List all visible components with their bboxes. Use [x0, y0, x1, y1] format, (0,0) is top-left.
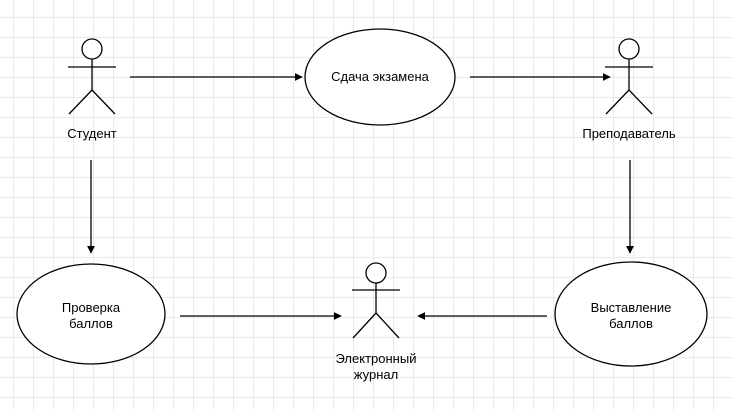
actor-teacher-label: Преподаватель: [582, 126, 676, 141]
actor-student-label: Студент: [67, 126, 117, 141]
actor-journal-figure[interactable]: [352, 262, 400, 339]
actor-student-figure[interactable]: [68, 38, 116, 115]
actor-journal-label: Электронный журнал: [335, 351, 417, 382]
usecase-exam-ellipse[interactable]: [304, 28, 456, 126]
actor-student-head: [81, 38, 103, 60]
actor-teacher-figure[interactable]: [605, 38, 653, 115]
actor-journal-head: [365, 262, 387, 284]
usecase-grading-label: Выставление баллов: [590, 300, 672, 331]
usecase-check-ellipse[interactable]: [16, 263, 166, 365]
usecase-exam-label: Сдача экзамена: [331, 69, 429, 84]
usecase-check-label: Проверка баллов: [61, 300, 121, 331]
actor-teacher-head: [618, 38, 640, 60]
usecase-grading-ellipse[interactable]: [554, 261, 708, 367]
